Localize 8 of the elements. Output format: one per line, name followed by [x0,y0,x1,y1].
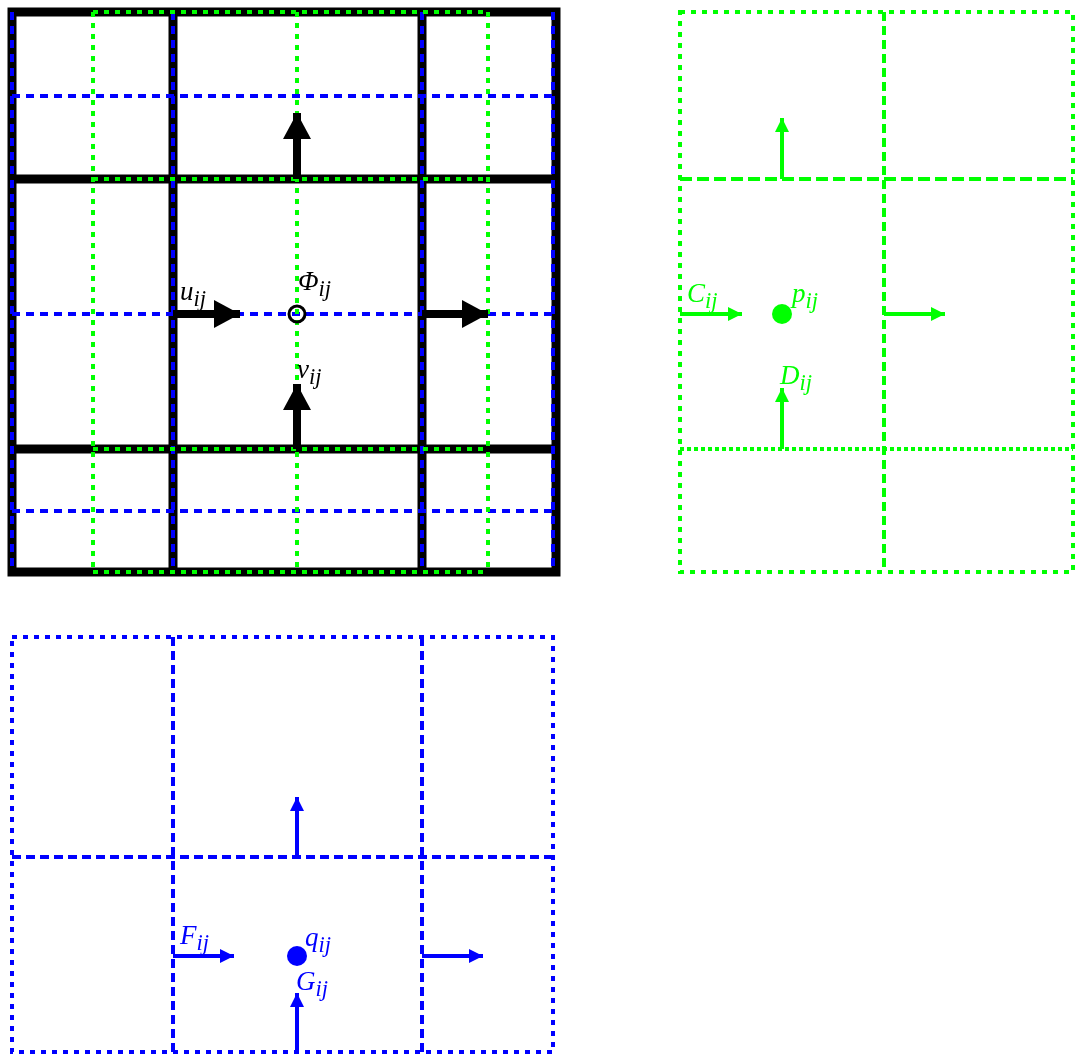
variable-label: G$_{ij}$ [296,968,328,1001]
variable-label: F$_{ij}$ [180,922,209,955]
variable-label: u$_{ij}$ [180,278,206,311]
variable-label: v$_{ij}$ [297,356,322,389]
variable-label: p$_{ij}$ [792,280,818,313]
variable-label: D$_{ij}$ [780,362,812,395]
variable-label: q$_{ij}$ [305,924,331,957]
variable-label: Φ$_{ij}$ [298,268,332,301]
